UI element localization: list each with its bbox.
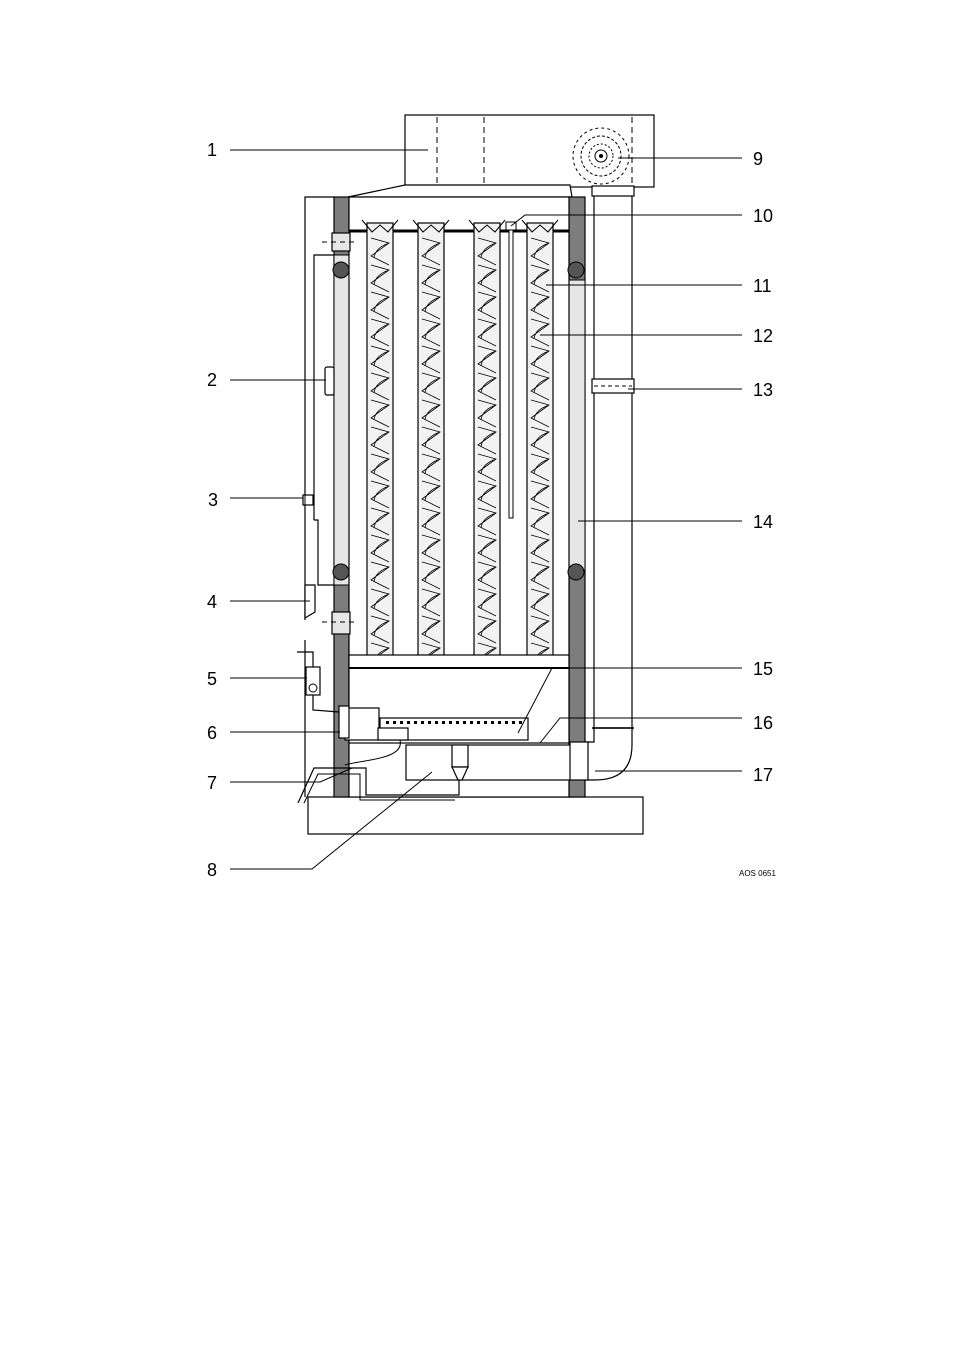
- tube-3: [469, 220, 505, 660]
- gas-control-knob: [309, 684, 317, 692]
- callout-1: 1: [207, 140, 217, 160]
- callout-12: 12: [753, 326, 773, 346]
- tube-4: [522, 220, 558, 660]
- control-handle: [325, 367, 334, 395]
- outer-casing-left: [305, 197, 334, 620]
- gasket-right-bottom: [568, 564, 584, 580]
- callout-4: 4: [207, 592, 217, 612]
- flue-pipe-cap: [592, 186, 634, 196]
- hood-skirt: [348, 185, 572, 197]
- draught-hood: [405, 115, 654, 187]
- tube-2: [413, 220, 449, 660]
- gas-valve-icon: [339, 706, 349, 738]
- sensor-rod: [509, 226, 513, 518]
- callout-17: 17: [753, 765, 773, 785]
- lower-flange: [332, 612, 350, 634]
- lower-tray: [406, 745, 571, 780]
- gasket-left-bottom: [333, 564, 349, 580]
- base-plinth: [308, 797, 643, 834]
- callout-9: 9: [753, 149, 763, 169]
- callout-6: 6: [207, 723, 217, 743]
- callout-2: 2: [207, 370, 217, 390]
- callout-15: 15: [753, 659, 773, 679]
- flue-elbow: [585, 728, 632, 780]
- control-box-bottom: [314, 520, 334, 585]
- inner-panel-left: [334, 255, 349, 585]
- callout-14: 14: [753, 512, 773, 532]
- drain-nipple: [452, 745, 468, 767]
- inner-panel-right: [569, 280, 585, 570]
- flue-collar: [592, 379, 634, 393]
- callout-8: 8: [207, 860, 217, 880]
- callout-13: 13: [753, 380, 773, 400]
- callout-7: 7: [207, 773, 217, 793]
- flue-outlet: [570, 742, 588, 780]
- flue-pipe: [594, 190, 632, 730]
- ignition-electrode: [378, 728, 408, 740]
- gasket-left-top: [333, 262, 349, 278]
- gasket-right-top: [568, 262, 584, 278]
- callout-11: 11: [753, 276, 772, 296]
- callout-3: 3: [208, 490, 218, 510]
- tube-1: [362, 220, 398, 660]
- callout-10: 10: [753, 206, 773, 226]
- reference-code: AOS 0651: [739, 869, 776, 878]
- burner-inlet: [345, 708, 379, 740]
- callout-16: 16: [753, 713, 773, 733]
- callout-5: 5: [207, 669, 217, 689]
